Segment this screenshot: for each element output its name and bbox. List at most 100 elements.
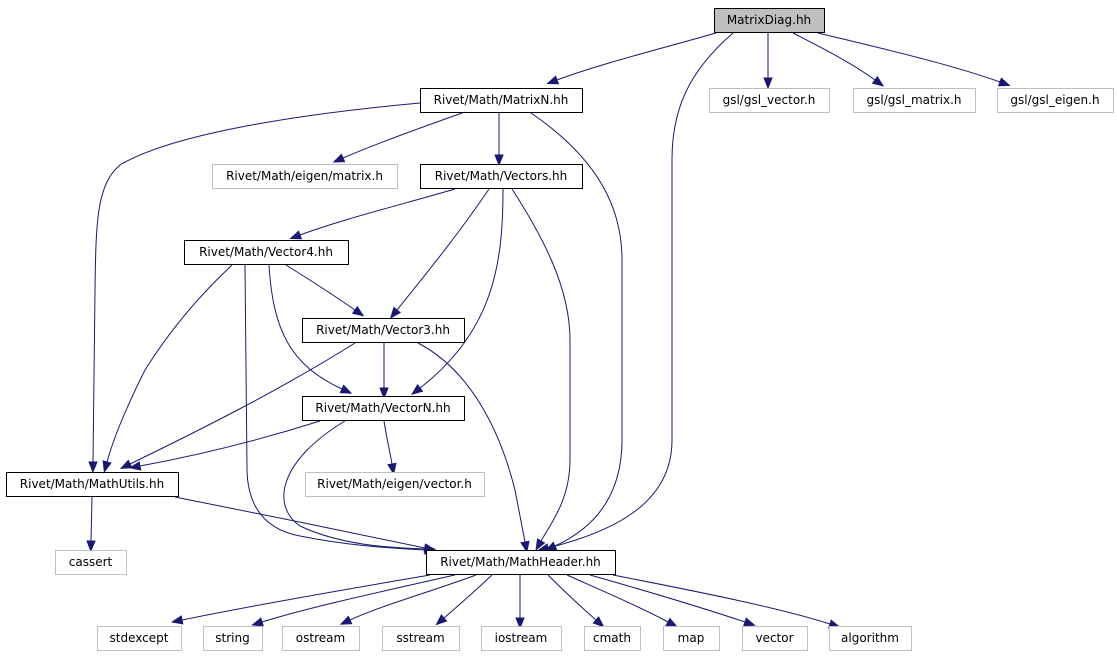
node-box [481,626,562,651]
edge-line [817,32,1001,83]
arrowhead [339,384,353,394]
arrowhead [665,617,679,628]
edge-line [283,420,426,550]
node-vectorn[interactable]: Rivet/Math/VectorN.hh [302,396,465,421]
node-box [829,626,912,651]
node-vector4[interactable]: Rivet/Math/Vector4.hh [184,240,349,265]
edge-line [261,574,456,623]
edge-line [174,496,426,549]
arrowhead [339,615,353,625]
node-box [420,164,583,189]
node-box [97,626,182,651]
node-gsl_vector: gsl/gsl_vector.h [709,88,830,113]
node-label: MatrixDiag.hh [727,13,811,27]
node-vectors[interactable]: Rivet/Math/Vectors.hh [420,164,583,189]
edge-vectorn-to-mathutils [128,420,321,471]
node-box [382,626,460,651]
edge-matrixdiag-to-gsl_eigen [817,32,1011,87]
edge-matrixdiag-to-gsl_vector [763,33,773,90]
edge-vector3-to-mathutils [119,342,356,469]
arrowhead [520,540,530,554]
node-box [212,164,398,189]
arrowhead [86,540,96,553]
node-label: string [215,631,249,645]
edge-line [530,112,623,547]
node-stdexcept: stdexcept [97,626,182,651]
arrowhead [379,387,389,400]
edge-line [566,574,669,623]
edge-line [547,574,597,621]
node-label: Rivet/Math/MathHeader.hh [440,555,601,569]
arrowhead [251,617,264,627]
edge-line [139,420,321,467]
edge-line [612,574,831,625]
edge-line [106,264,233,463]
edge-matrixn-to-mathheader [530,112,623,551]
node-label: map [678,631,705,645]
node-matrixdiag[interactable]: MatrixDiag.hh [714,8,825,33]
node-box [714,8,825,33]
node-label: Rivet/Math/Vectors.hh [435,169,567,183]
node-mathheader[interactable]: Rivet/Math/MathHeader.hh [426,550,616,575]
node-box [584,626,641,651]
edge-vector4-to-vectorn [268,264,353,394]
node-algorithm: algorithm [829,626,912,651]
edge-mathheader-to-algorithm [612,574,841,629]
edge-vector3-to-mathheader [417,342,530,554]
edge-line [396,188,490,311]
edge-vector3-to-vectorn [379,343,389,400]
node-label: ostream [296,631,345,645]
arrowhead [494,154,504,167]
arrowhead [332,153,346,163]
node-vector3[interactable]: Rivet/Math/Vector3.hh [302,318,465,343]
edge-line [589,574,746,623]
node-ostream: ostream [282,626,360,651]
node-box [305,472,485,497]
node-label: cmath [593,631,631,645]
arrowhead [128,461,142,471]
edge-line [92,102,421,463]
node-label: vector [755,631,793,645]
node-matrixn[interactable]: Rivet/Math/MatrixN.hh [420,88,583,113]
node-box [55,550,127,575]
edge-mathheader-to-ostream [339,574,477,625]
node-box [742,626,808,651]
edge-mathheader-to-sstream [435,574,493,626]
edges-layer [86,32,1011,630]
edge-mathheader-to-vector [589,574,756,627]
edge-line [792,32,876,81]
node-box [426,550,616,575]
node-box [302,318,465,343]
arrowhead [871,75,885,87]
node-vector: vector [742,626,808,651]
edge-line [383,420,393,465]
arrowhead [546,75,560,85]
edge-line [443,574,493,619]
node-gsl_eigen: gsl/gsl_eigen.h [997,88,1114,113]
node-label: Rivet/Math/Vector3.hh [316,323,450,337]
node-box [184,240,349,265]
node-mathutils[interactable]: Rivet/Math/MathUtils.hh [6,472,179,497]
edge-vector4-to-vector3 [285,264,365,317]
node-box [282,626,360,651]
edge-line [244,264,426,551]
node-label: gsl/gsl_vector.h [723,93,816,107]
node-map: map [663,626,720,651]
node-label: Rivet/Math/MathUtils.hh [20,477,164,491]
node-box [663,626,720,651]
node-box [997,88,1114,113]
node-label: gsl/gsl_matrix.h [867,93,962,107]
edge-vectors-to-vectorn [411,188,504,395]
node-label: gsl/gsl_eigen.h [1010,93,1099,107]
node-box [6,472,179,497]
node-box [853,88,976,113]
node-label: iostream [495,631,548,645]
edge-line [419,188,504,389]
node-string: string [203,626,263,651]
node-gsl_matrix: gsl/gsl_matrix.h [853,88,976,113]
edge-vectors-to-mathheader [511,188,571,551]
arrowhead [170,615,184,625]
edge-mathheader-to-iostream [515,575,525,630]
edge-matrixn-to-mathutils [88,102,421,474]
